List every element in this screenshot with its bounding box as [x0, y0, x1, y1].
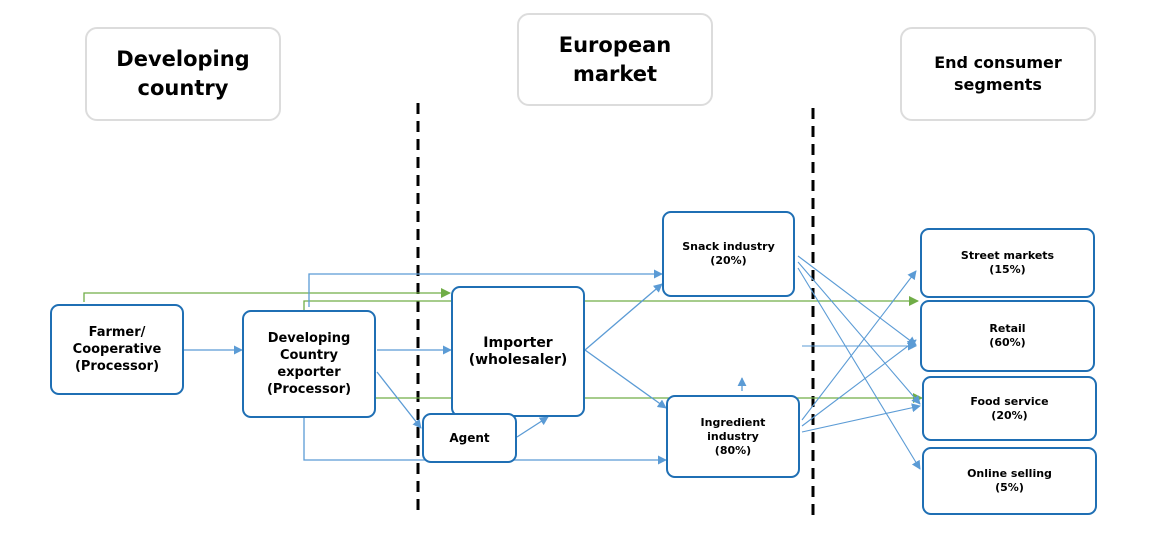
node-snack-industry: Snack industry (20%): [662, 211, 795, 297]
flow-importer-to-snack: [584, 283, 663, 351]
flow-exporter-to-agent: [376, 371, 422, 429]
node-agent: Agent: [422, 413, 517, 463]
header-end-consumer-segments: End consumer segments: [900, 27, 1096, 121]
flow-snack-to-online: [797, 267, 921, 470]
flow-agent-to-importer: [516, 416, 549, 438]
node-importer-wholesaler: Importer (wholesaler): [451, 286, 585, 417]
flow-exporter-to-ingredient: [303, 418, 667, 465]
header-developing-country: Developing country: [85, 27, 281, 121]
node-food-service: Food service (20%): [922, 376, 1097, 441]
flow-ingredient-to-food-service: [801, 403, 921, 433]
node-street-markets: Street markets (15%): [920, 228, 1095, 298]
flow-farmer-to-importer: [83, 288, 451, 302]
flow-exporter-to-snack: [308, 269, 663, 307]
node-online-selling: Online selling (5%): [922, 447, 1097, 515]
node-developing-country-exporter: Developing Country exporter (Processor): [242, 310, 376, 418]
header-european-market: European market: [517, 13, 713, 106]
node-retail: Retail (60%): [920, 300, 1095, 372]
flow-ingredient-to-retail: [801, 339, 917, 427]
flow-snack-to-retail: [797, 255, 917, 346]
node-ingredient-industry: Ingredient industry (80%): [666, 395, 800, 478]
flow-importer-to-ingredient: [584, 349, 667, 409]
flow-exporter-to-retail: [303, 296, 919, 310]
flow-snack-to-food-service: [797, 261, 921, 405]
node-farmer-cooperative: Farmer/ Cooperative (Processor): [50, 304, 184, 395]
